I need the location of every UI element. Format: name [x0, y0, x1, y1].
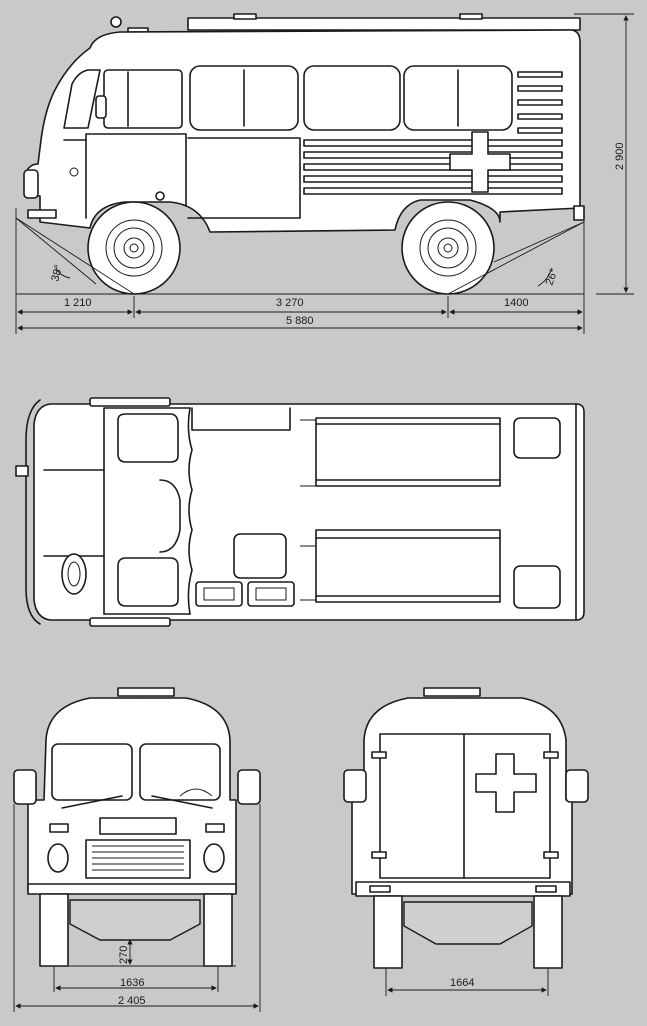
departure-angle-label: 26°: [544, 267, 561, 287]
side-mirror: [95, 95, 107, 119]
top-indicator: [15, 465, 29, 477]
front-overhang-label: 1 210: [64, 297, 92, 309]
front-badge: [99, 817, 177, 835]
headlamp-right: [203, 843, 225, 873]
red-cross-side: [449, 131, 511, 193]
roof-vent-front: [233, 13, 257, 20]
top-mirror-left: [89, 397, 171, 407]
side-view: 38° 26° 1 210 3 270 1400 5 880 2 900: [15, 13, 634, 334]
front-view: 1636 2 405 270: [13, 687, 261, 1012]
side-stripes: [303, 139, 563, 195]
centre-seat: [233, 533, 287, 579]
equipment-case-1: [195, 581, 243, 607]
hinge-top-left: [371, 751, 387, 759]
red-cross-rear: [475, 753, 537, 813]
front-roof-vent: [117, 687, 175, 697]
body-top: [33, 403, 585, 621]
front-track-label: 1636: [120, 977, 144, 989]
mirror-right: [237, 769, 261, 805]
rear-mirror-left: [343, 769, 367, 803]
wheelbase-label: 3 270: [276, 297, 304, 309]
equipment-case-2: [247, 581, 295, 607]
tail-lamp-left: [369, 885, 391, 893]
hinge-bottom-left: [371, 851, 387, 859]
rear-bumper-rear: [355, 881, 571, 897]
front-tyre-right: [203, 893, 233, 967]
height-label: 2 900: [614, 142, 626, 170]
roof-vent-rear: [459, 13, 483, 20]
beacon-lamp: [110, 16, 122, 28]
headlamp-side: [23, 169, 39, 199]
passenger-seat: [117, 557, 179, 607]
windshield-left: [51, 743, 133, 801]
rear-bumper: [573, 205, 585, 221]
approach-angle-label: 38°: [49, 264, 65, 283]
front-bumper-front: [27, 883, 237, 895]
top-view: [15, 397, 585, 627]
windshield-side: [63, 69, 101, 129]
windshield-right: [139, 743, 221, 801]
rear-axle: [403, 901, 533, 945]
total-width-label: 2 405: [118, 995, 146, 1007]
side-window-2: [303, 65, 401, 131]
spare-wheel-top: [61, 553, 87, 595]
rear-doors: [379, 733, 551, 879]
rear-mirror-right: [565, 769, 589, 803]
rear-view: 1664: [343, 687, 589, 996]
rear-roof-vent: [423, 687, 481, 697]
rear-tyre-left: [373, 895, 403, 969]
fuel-cap: [155, 191, 165, 201]
front-grille: [85, 839, 191, 879]
stretcher-upper: [315, 417, 501, 487]
rear-tyre-right: [533, 895, 563, 969]
top-mirror-right: [89, 617, 171, 627]
rear-track-label: 1664: [450, 977, 474, 989]
front-axle: [69, 899, 201, 941]
attendant-seat-lower: [513, 565, 561, 609]
mirror-left: [13, 769, 37, 805]
cab-door-window: [103, 69, 183, 129]
rear-wheel: [401, 201, 495, 295]
driver-seat: [117, 413, 179, 463]
roof-rack: [187, 17, 581, 31]
total-length-label: 5 880: [286, 315, 314, 327]
front-bumper: [27, 209, 57, 219]
indicator-left: [49, 823, 69, 833]
hinge-top-right: [543, 751, 559, 759]
rear-overhang-label: 1400: [504, 297, 528, 309]
tail-lamp-right: [535, 885, 557, 893]
ground-clearance-label: 270: [118, 946, 130, 964]
rear-louvres: [517, 71, 563, 134]
stretcher-lower: [315, 529, 501, 603]
hinge-bottom-right: [543, 851, 559, 859]
headlamp-left: [47, 843, 69, 873]
body-side: [25, 29, 581, 233]
indicator-right: [205, 823, 225, 833]
front-wheel: [87, 201, 181, 295]
attendant-seat-upper: [513, 417, 561, 459]
front-tyre-left: [39, 893, 69, 967]
